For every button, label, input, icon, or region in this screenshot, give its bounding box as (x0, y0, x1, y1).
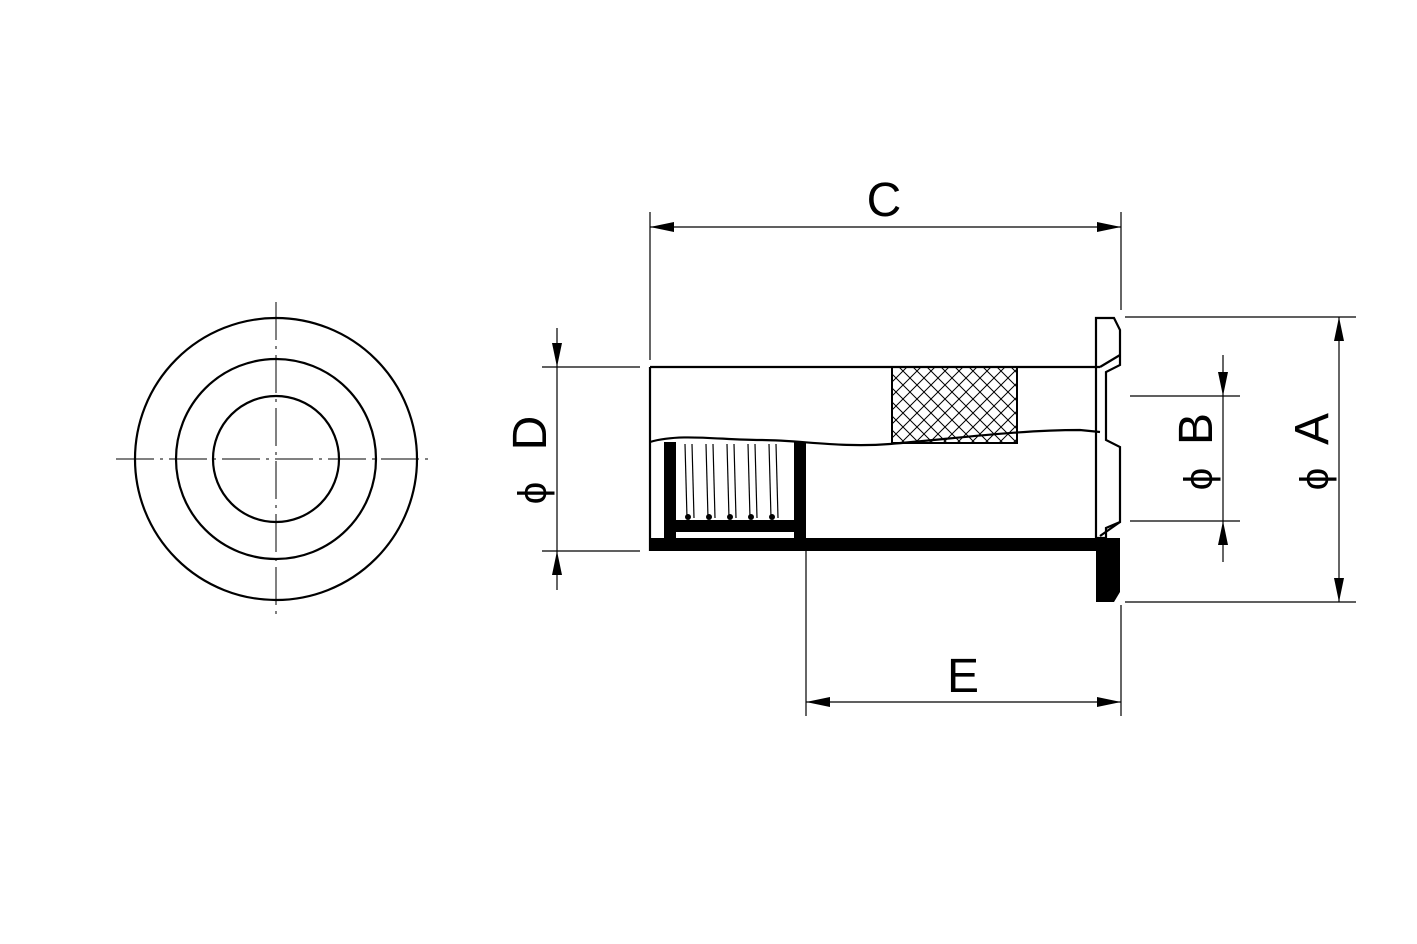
end-view (116, 302, 432, 618)
dimension-a-diameter-symbol: ϕ (1293, 468, 1337, 490)
flange-head-cone-lower (1099, 521, 1121, 537)
knurled-band (891, 366, 1018, 444)
flange-head-cone-upper (1099, 354, 1121, 368)
dimensions: C E ϕ D ϕ B ϕ A (504, 174, 1356, 716)
dimension-d-diameter-symbol: ϕ (511, 482, 555, 504)
dimension-b-label: B (1170, 413, 1223, 445)
flange-head-outline (1094, 316, 1122, 540)
side-view-bottom-wall (650, 538, 1105, 551)
thread-cavity-right-wall (794, 442, 806, 538)
dimension-d-label: D (504, 416, 557, 451)
thread-cavity-bottom-wall (676, 520, 794, 532)
dimension-c-label: C (867, 174, 902, 227)
dimension-a-label: A (1286, 413, 1339, 445)
flange-head-lower-solid (1096, 538, 1120, 602)
dimension-b-diameter-symbol: ϕ (1177, 468, 1221, 490)
side-view-section-break-line (649, 428, 1101, 447)
internal-threads (684, 443, 779, 520)
side-view (648, 316, 1122, 602)
thread-cavity-left-wall (664, 442, 676, 538)
dimension-e-label: E (947, 650, 979, 703)
